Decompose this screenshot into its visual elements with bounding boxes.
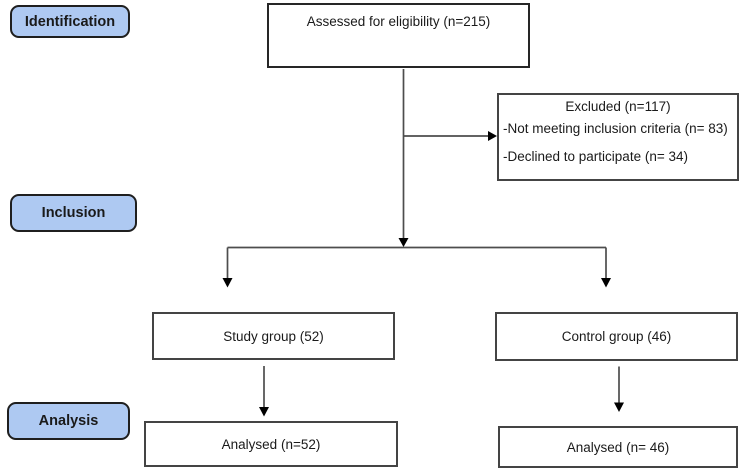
arrowhead-down-split-icon bbox=[398, 238, 409, 247]
arrowhead-down-study-icon bbox=[222, 278, 233, 288]
flow-box-analysed-control-text: Analysed (n= 46) bbox=[566, 439, 670, 455]
arrowhead-down-analysed-control-icon bbox=[614, 402, 624, 412]
flow-box-analysed-study: Analysed (n=52) bbox=[144, 421, 398, 467]
stage-label-identification: Identification bbox=[10, 5, 130, 38]
flow-box-study-group-text: Study group (52) bbox=[223, 328, 324, 344]
flow-box-analysed-control: Analysed (n= 46) bbox=[498, 426, 738, 468]
flow-box-assessed: Assessed for eligibility (n=215) bbox=[267, 3, 530, 68]
stage-label-inclusion-text: Inclusion bbox=[41, 205, 106, 221]
flow-box-assessed-text: Assessed for eligibility (n=215) bbox=[306, 14, 491, 29]
flow-box-excluded: Excluded (n=117) -Not meeting inclusion … bbox=[497, 93, 739, 181]
arrowhead-down-analysed-study-icon bbox=[259, 407, 269, 417]
arrowhead-right-excluded-icon bbox=[488, 131, 497, 141]
flow-box-excluded-title: Excluded (n=117) bbox=[565, 99, 671, 114]
flow-box-analysed-study-text: Analysed (n=52) bbox=[221, 436, 321, 452]
stage-label-analysis-text: Analysis bbox=[38, 413, 99, 429]
flow-box-control-group-text: Control group (46) bbox=[561, 329, 672, 344]
flow-box-study-group: Study group (52) bbox=[152, 312, 395, 360]
stage-label-inclusion: Inclusion bbox=[10, 194, 137, 232]
flow-box-excluded-item-1: -Not meeting inclusion criteria (n= 83) bbox=[503, 121, 728, 136]
stage-label-analysis: Analysis bbox=[7, 402, 130, 440]
flow-box-excluded-item-2: -Declined to participate (n= 34) bbox=[503, 149, 688, 164]
stage-label-identification-text: Identification bbox=[24, 13, 116, 30]
arrowhead-down-control-icon bbox=[601, 278, 611, 288]
flow-box-control-group: Control group (46) bbox=[495, 312, 738, 361]
